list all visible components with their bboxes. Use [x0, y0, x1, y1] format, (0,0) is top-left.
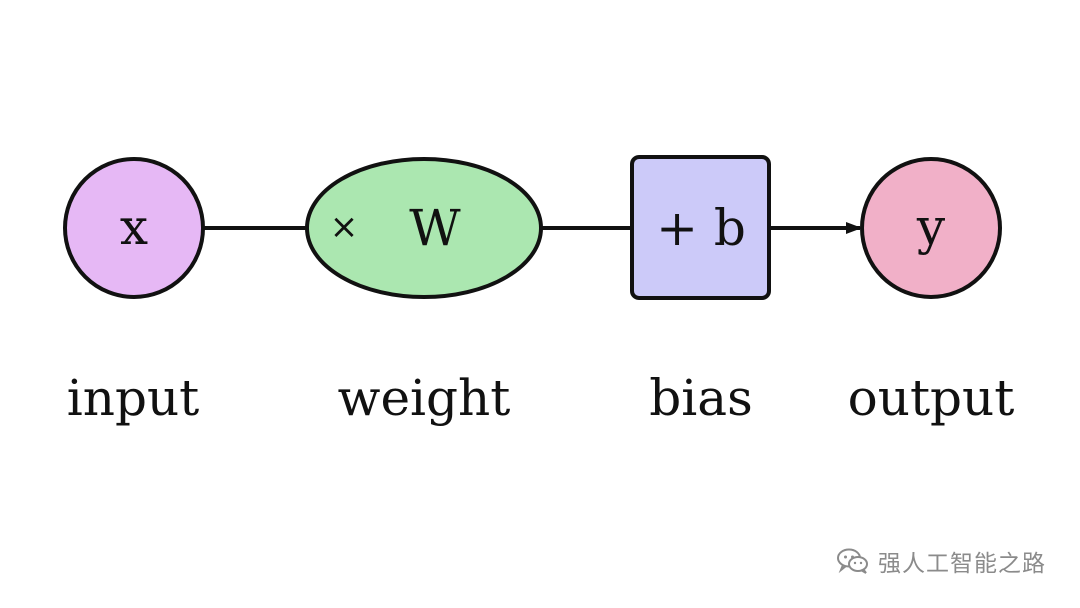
watermark: 强人工智能之路 — [836, 544, 1046, 578]
input-label: input — [67, 369, 200, 427]
multiply-symbol: × — [330, 207, 359, 247]
output-label: output — [848, 369, 1015, 427]
wechat-icon — [837, 548, 868, 574]
bias-label: bias — [649, 369, 752, 427]
weight-symbol: W — [409, 199, 461, 257]
output-node-label: y — [916, 198, 946, 256]
watermark-text: 强人工智能之路 — [878, 551, 1046, 577]
weight-node: × W — [305, 157, 543, 299]
bias-node: + b — [630, 155, 771, 300]
input-node-label: x — [120, 198, 148, 256]
input-node: x — [63, 157, 205, 299]
bias-node-label: + b — [656, 199, 746, 257]
output-node: y — [860, 157, 1002, 299]
weight-label: weight — [338, 369, 511, 427]
